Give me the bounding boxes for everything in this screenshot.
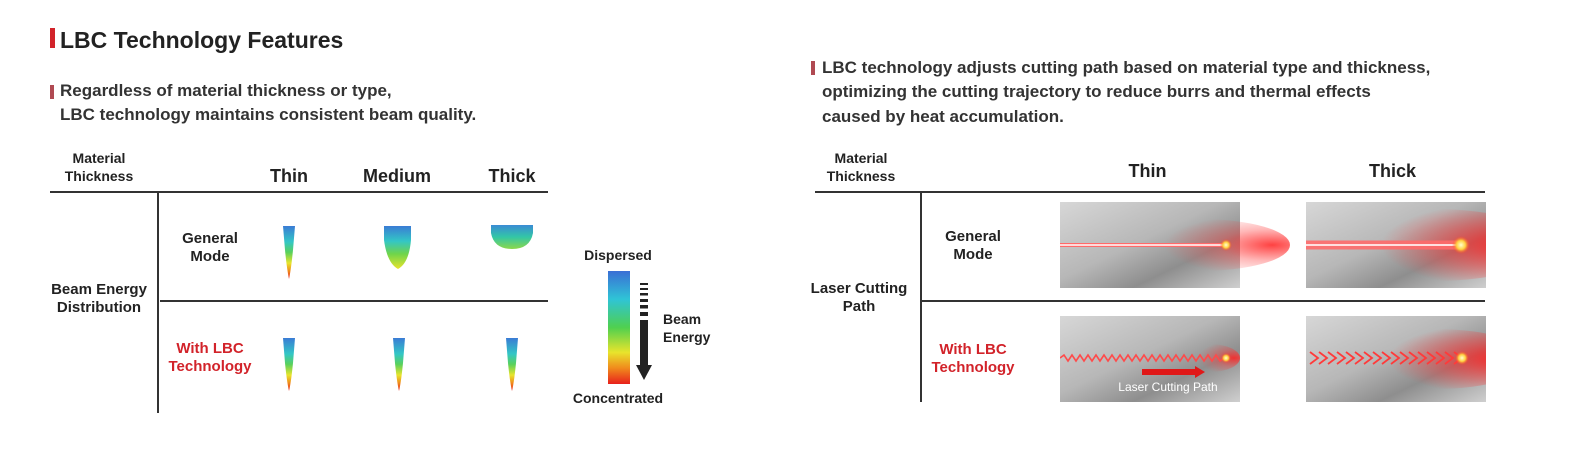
left-row-group-label: Beam Energy Distribution (45, 281, 153, 317)
left-row-divider (160, 300, 548, 302)
left-subtitle-line2: LBC technology maintains consistent beam… (60, 105, 477, 124)
panel-lbc-thin: Laser Cutting Path (1060, 316, 1240, 402)
beam-general-medium (384, 226, 411, 269)
cutting-path-panels: Laser Cutting Path (1060, 202, 1486, 402)
left-row-general-line2: Mode (190, 248, 230, 265)
left-row-group-line2: Distribution (56, 299, 142, 316)
right-subtitle-line2: optimizing the cutting trajectory to red… (822, 82, 1371, 101)
left-row-general-label: General Mode (165, 230, 255, 266)
right-row-lbc-line1: With LBC (939, 341, 1007, 358)
left-row-lbc-line2: Technology (168, 358, 252, 375)
legend-beam-line1: Beam (663, 311, 702, 327)
panel-lbc-thin-caption: Laser Cutting Path (1118, 380, 1217, 394)
right-subtitle-line1: LBC technology adjusts cutting path base… (822, 58, 1431, 77)
right-row-general-label: General Mode (928, 228, 1018, 264)
right-col-thin: Thin (1128, 161, 1167, 181)
right-row-group-label: Laser Cutting Path (800, 280, 918, 316)
left-row-general-line1: General (182, 230, 238, 247)
left-col-thick: Thick (488, 166, 536, 186)
left-row-lbc-label: With LBC Technology (160, 340, 260, 376)
left-column-divider (157, 192, 159, 413)
subtitle-marker (50, 85, 54, 99)
left-row-lbc-line1: With LBC (176, 340, 244, 357)
left-header-material-line2: Thickness (64, 168, 134, 184)
red-direction-arrow (1142, 366, 1205, 378)
right-header-material: Material Thickness (812, 149, 910, 185)
panel-lbc-thick (1306, 316, 1486, 402)
right-row-general-line2: Mode (953, 246, 993, 263)
left-col-thin: Thin (270, 166, 308, 186)
right-row-lbc-line2: Technology (931, 359, 1015, 376)
beam-general-thin (283, 226, 295, 279)
right-row-group-line1: Laser Cutting (810, 280, 908, 297)
left-col-medium: Medium (362, 166, 431, 186)
panel-general-thin (1060, 202, 1290, 288)
legend-dispersed-label: Dispersed (584, 247, 652, 263)
beam-lbc-thick (506, 338, 518, 391)
right-subtitle-line3: caused by heat accumulation. (822, 107, 1064, 126)
right-header-divider (815, 191, 1485, 193)
right-row-divider (922, 300, 1485, 302)
right-header-material-line2: Thickness (826, 168, 896, 184)
left-row-group-line1: Beam Energy (51, 281, 147, 298)
legend-beam-line2: Energy (663, 329, 711, 345)
title-accent-bar (50, 28, 55, 48)
legend-gradient-bar (608, 271, 652, 384)
right-row-general-line1: General (945, 228, 1001, 245)
left-header-material-line1: Material (72, 150, 126, 166)
right-header-material-line1: Material (834, 150, 888, 166)
right-subtitle-marker (811, 61, 815, 75)
right-col-thick: Thick (1368, 161, 1416, 181)
page-title: LBC Technology Features (60, 27, 344, 53)
legend-concentrated-label: Concentrated (572, 390, 664, 406)
legend-arrow-icon (636, 283, 652, 380)
left-header-material: Material Thickness (50, 149, 148, 185)
right-row-group-line2: Path (842, 298, 876, 315)
panel-general-thick (1306, 202, 1486, 288)
beam-shapes (283, 225, 533, 391)
beam-general-thick (491, 225, 533, 249)
beam-lbc-medium (393, 338, 405, 391)
left-header-divider (50, 191, 548, 193)
legend-beam-energy-label: Beam Energy (663, 310, 710, 346)
left-subtitle-line1: Regardless of material thickness or type… (60, 81, 392, 100)
right-column-divider (920, 192, 922, 402)
right-row-lbc-label: With LBC Technology (923, 341, 1023, 377)
beam-lbc-thin (283, 338, 295, 391)
